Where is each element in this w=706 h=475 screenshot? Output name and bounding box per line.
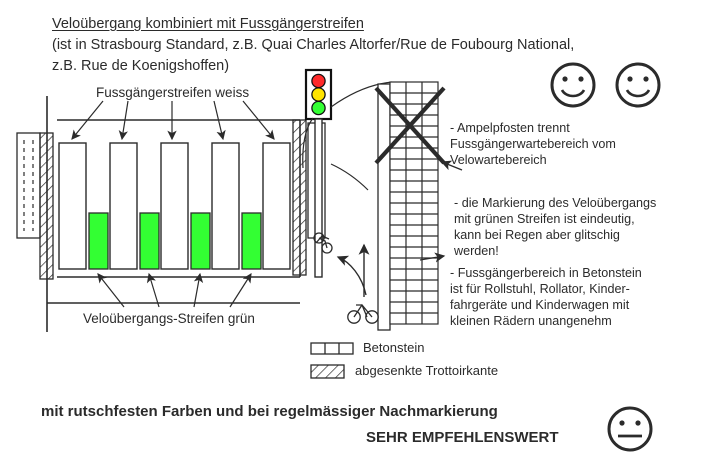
connector-curve-right <box>330 163 369 191</box>
bicycle-side-icon <box>347 303 379 324</box>
arrow-to-white-stripe <box>118 100 129 141</box>
legend-label-trottoirkante: abgesenkte Trottoirkante <box>355 363 499 378</box>
page-title-line-2: (ist in Strasbourg Standard, z.B. Quai C… <box>52 37 575 53</box>
betonstein-side-strip <box>377 83 391 331</box>
curved-flow-arrow <box>336 255 367 296</box>
legend-label-betonstein: Betonstein <box>363 340 425 355</box>
white-stripe <box>211 142 240 270</box>
bicycle-tilted-icon <box>313 232 333 254</box>
arrow-to-green-stripe <box>97 273 125 308</box>
label-veloubergangs-streifen: Veloübergangs-Streifen grün <box>83 311 255 326</box>
arrow-to-white-stripe <box>213 100 226 141</box>
traffic-light-pole <box>314 118 323 278</box>
bottom-arrows-group <box>97 272 252 308</box>
arrow-to-white-stripe <box>242 100 275 140</box>
arrow-note-pointer <box>440 160 463 171</box>
smiley-neutral-icon <box>607 406 653 452</box>
arrow-to-white-stripe <box>71 100 104 140</box>
traffic-light <box>304 68 333 278</box>
white-stripes-group <box>58 142 291 270</box>
label-fussgaengerstreifen: Fussgängerstreifen weiss <box>96 85 250 100</box>
green-stripe <box>88 212 109 270</box>
white-stripe <box>109 142 138 270</box>
note-fussgaengerbereich: - Fussgängerbereich in Betonstein ist fü… <box>450 266 642 328</box>
page-title-line-1: Veloübergang kombiniert mit Fussgängerst… <box>52 16 364 32</box>
white-stripe <box>160 142 189 270</box>
traffic-light-red-lamp <box>311 73 326 89</box>
note-leader-arrow <box>419 160 463 263</box>
green-stripe <box>139 212 160 270</box>
flow-arrows-group <box>336 243 370 297</box>
traffic-light-green-lamp <box>311 100 326 116</box>
footer-line-2: SEHR EMPFEHLENSWERT <box>366 429 559 446</box>
legend-swatches <box>310 342 354 379</box>
left-curb-group <box>16 132 54 280</box>
smiley-faces-group <box>550 62 661 452</box>
abgesenkte-trottoirkante-left <box>16 132 41 239</box>
arrow-to-note-1 <box>419 252 446 263</box>
note-markierung: - die Markierung des Veloübergangs mit g… <box>454 196 657 258</box>
hatched-curb-left <box>39 132 54 280</box>
arrow-to-green-stripe <box>229 272 252 308</box>
top-arrows-group <box>71 100 275 141</box>
white-stripe <box>262 142 291 270</box>
betonstein-cross-out <box>374 86 446 165</box>
arrow-to-green-stripe <box>193 272 204 308</box>
connector-curve-upper <box>330 81 393 108</box>
smiley-happy-icon-2 <box>615 62 661 108</box>
smiley-happy-icon-1 <box>550 62 596 108</box>
betonstein-area <box>374 81 446 331</box>
traffic-light-yellow-lamp <box>311 87 326 102</box>
green-stripes-group <box>88 212 262 270</box>
legend-swatch-betonstein <box>310 342 354 355</box>
betonstein-grid <box>389 81 439 325</box>
cross-stroke-b <box>374 86 446 165</box>
white-stripe <box>58 142 87 270</box>
note-ampelpfosten: - Ampelpfosten trennt Fussgängerwarteber… <box>450 121 616 167</box>
footer-line-1: mit rutschfesten Farben und bei regelmäs… <box>41 403 498 420</box>
connector-curve-lower <box>302 117 314 169</box>
page-title-line-3: z.B. Rue de Koenigshoffen) <box>52 58 230 74</box>
green-stripe <box>241 212 262 270</box>
pole-connector-curves <box>302 81 393 191</box>
arrow-to-green-stripe <box>146 272 160 308</box>
green-stripe <box>190 212 211 270</box>
legend-swatch-trottoirkante <box>310 364 345 379</box>
bicycle-icons-group <box>313 232 379 324</box>
